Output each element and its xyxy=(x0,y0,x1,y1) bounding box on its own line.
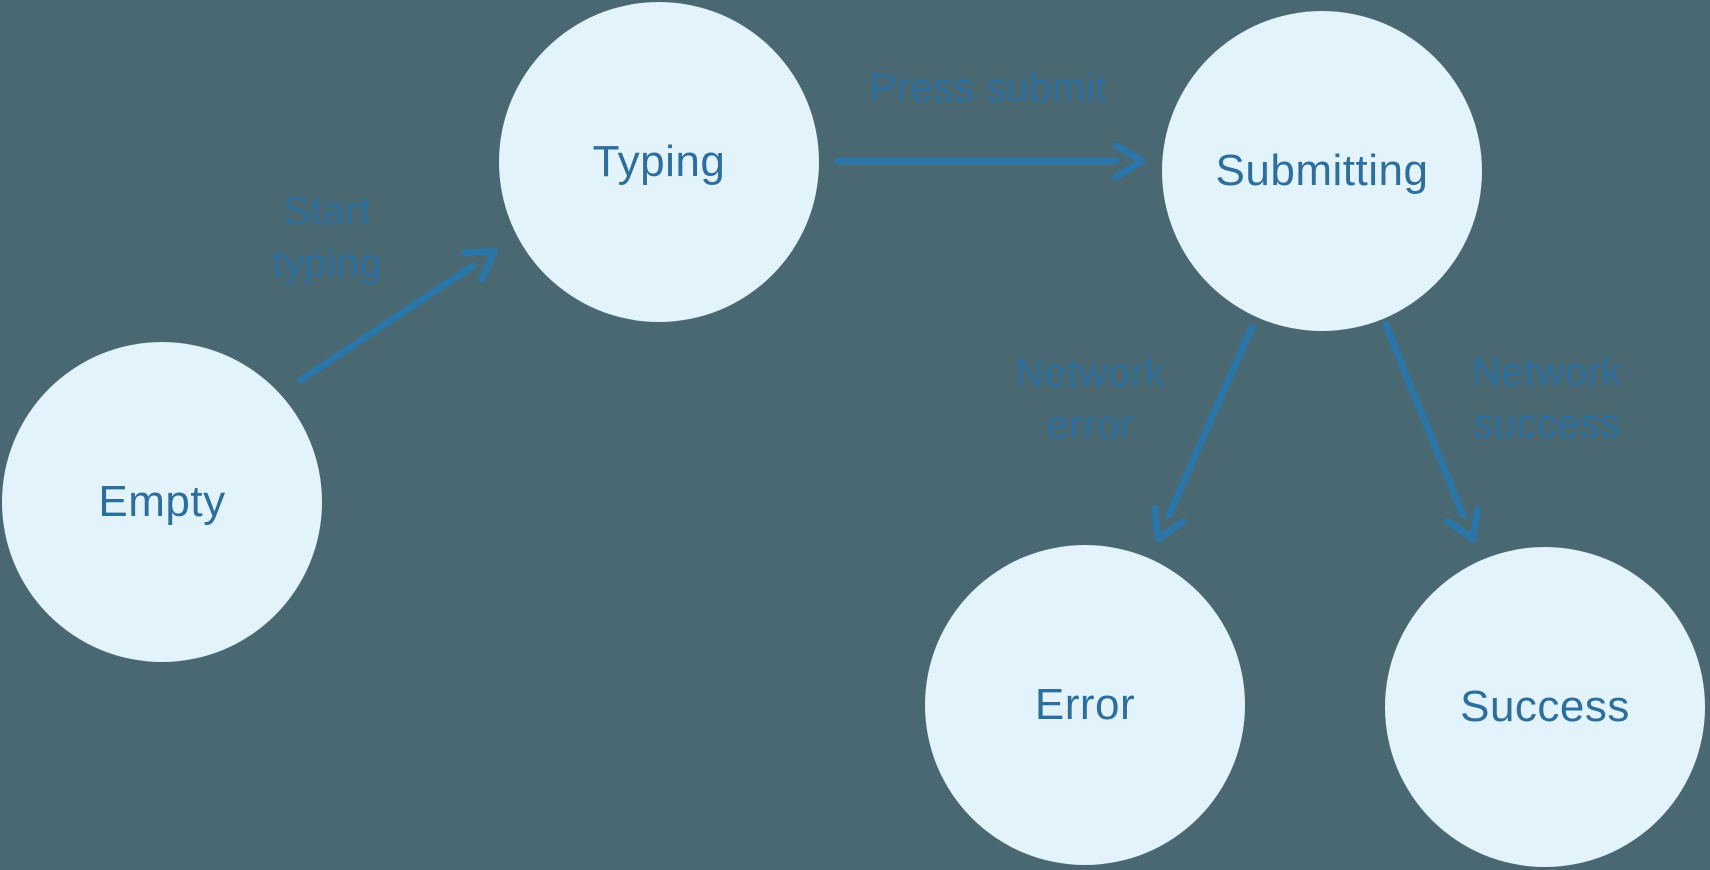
state-label-typing: Typing xyxy=(592,137,726,186)
state-label-empty: Empty xyxy=(98,477,226,526)
edge-label-network-success: Network success xyxy=(1471,350,1623,446)
edge-label-start-typing: Start typing xyxy=(272,189,382,285)
state-node-empty[interactable]: Empty xyxy=(2,342,322,662)
state-label-submitting: Submitting xyxy=(1215,146,1429,195)
edge-label-press-submit: Press submit xyxy=(869,66,1107,110)
state-node-typing[interactable]: Typing xyxy=(499,2,819,322)
state-node-success[interactable]: Success xyxy=(1385,547,1705,867)
state-label-success: Success xyxy=(1460,682,1630,731)
state-node-submitting[interactable]: Submitting xyxy=(1162,11,1482,331)
edge-label-network-error: Network error xyxy=(1014,351,1166,447)
state-node-error[interactable]: Error xyxy=(925,545,1245,865)
state-label-error: Error xyxy=(1034,680,1136,729)
